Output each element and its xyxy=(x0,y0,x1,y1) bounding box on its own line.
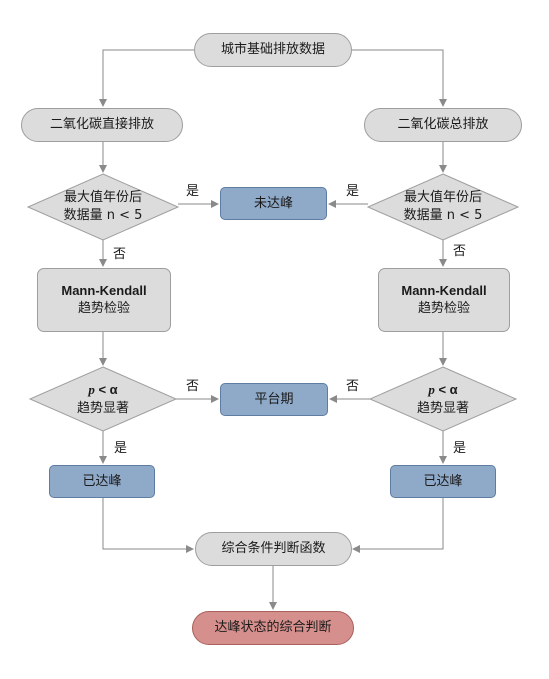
edge-label-yes-right-2: 是 xyxy=(453,441,467,456)
right-check-text: 最大值年份后 数据量 n < 5 xyxy=(388,184,498,230)
start-node: 城市基础排放数据 xyxy=(194,33,352,67)
edge-label-no-right-2: 否 xyxy=(346,379,360,394)
right-check-line1: 最大值年份后 xyxy=(403,190,482,205)
right-mk-node: Mann-Kendall 趋势检验 xyxy=(378,268,510,332)
left-check-line1: 最大值年份后 xyxy=(63,190,142,205)
right-mk-line1: Mann-Kendall xyxy=(401,283,487,298)
right-peaked-label: 已达峰 xyxy=(423,473,463,489)
right-source-label: 二氧化碳总排放 xyxy=(397,117,489,132)
edge-label-no-left-2: 否 xyxy=(186,379,200,394)
left-sig-rest: < α xyxy=(94,381,118,397)
right-sig-p: p xyxy=(428,381,435,397)
final-node: 达峰状态的综合判断 xyxy=(192,611,354,645)
edge-left-peaked-combine xyxy=(102,498,194,553)
left-sig-line2: 趋势显著 xyxy=(76,400,129,416)
edge-label-no-right-1: 否 xyxy=(453,244,467,259)
edge-start-left xyxy=(99,49,194,107)
edge-start-right xyxy=(352,49,447,107)
right-peaked-node: 已达峰 xyxy=(390,465,496,498)
left-peaked-label: 已达峰 xyxy=(82,473,122,489)
right-sig-text: p < α 趋势显著 xyxy=(393,376,493,422)
left-sig-line1: p < α xyxy=(88,381,117,400)
edge-label-no-left-1: 否 xyxy=(113,247,127,262)
edge-label-yes-right-1: 是 xyxy=(346,184,360,199)
left-peaked-node: 已达峰 xyxy=(49,465,155,498)
start-label: 城市基础排放数据 xyxy=(220,42,325,57)
plateau-label: 平台期 xyxy=(254,391,294,407)
combine-node: 综合条件判断函数 xyxy=(195,532,352,566)
edge-label-yes-left-2: 是 xyxy=(114,441,128,456)
not-peaked-label: 未达峰 xyxy=(253,195,293,211)
right-sig-line2: 趋势显著 xyxy=(416,400,469,416)
left-source-label: 二氧化碳直接排放 xyxy=(49,117,154,132)
left-source-node: 二氧化碳直接排放 xyxy=(21,108,183,142)
plateau-node: 平台期 xyxy=(220,383,328,416)
right-sig-rest: < α xyxy=(434,381,458,397)
not-peaked-node: 未达峰 xyxy=(220,187,327,220)
right-check-line2: 数据量 n < 5 xyxy=(403,208,483,223)
right-sig-line1: p < α xyxy=(428,381,457,400)
edge-label-yes-left-1: 是 xyxy=(186,184,200,199)
left-check-text: 最大值年份后 数据量 n < 5 xyxy=(48,184,158,230)
left-sig-p: p xyxy=(88,381,95,397)
left-mk-line2: 趋势检验 xyxy=(77,301,130,316)
right-mk-line2: 趋势检验 xyxy=(417,301,470,316)
left-mk-line1: Mann-Kendall xyxy=(61,283,147,298)
final-label: 达峰状态的综合判断 xyxy=(214,620,332,635)
left-mk-node: Mann-Kendall 趋势检验 xyxy=(37,268,171,332)
edge-right-peaked-combine xyxy=(352,498,444,553)
combine-label: 综合条件判断函数 xyxy=(221,541,326,556)
right-source-node: 二氧化碳总排放 xyxy=(364,108,522,142)
left-check-line2: 数据量 n < 5 xyxy=(63,208,143,223)
left-sig-text: p < α 趋势显著 xyxy=(53,376,153,422)
